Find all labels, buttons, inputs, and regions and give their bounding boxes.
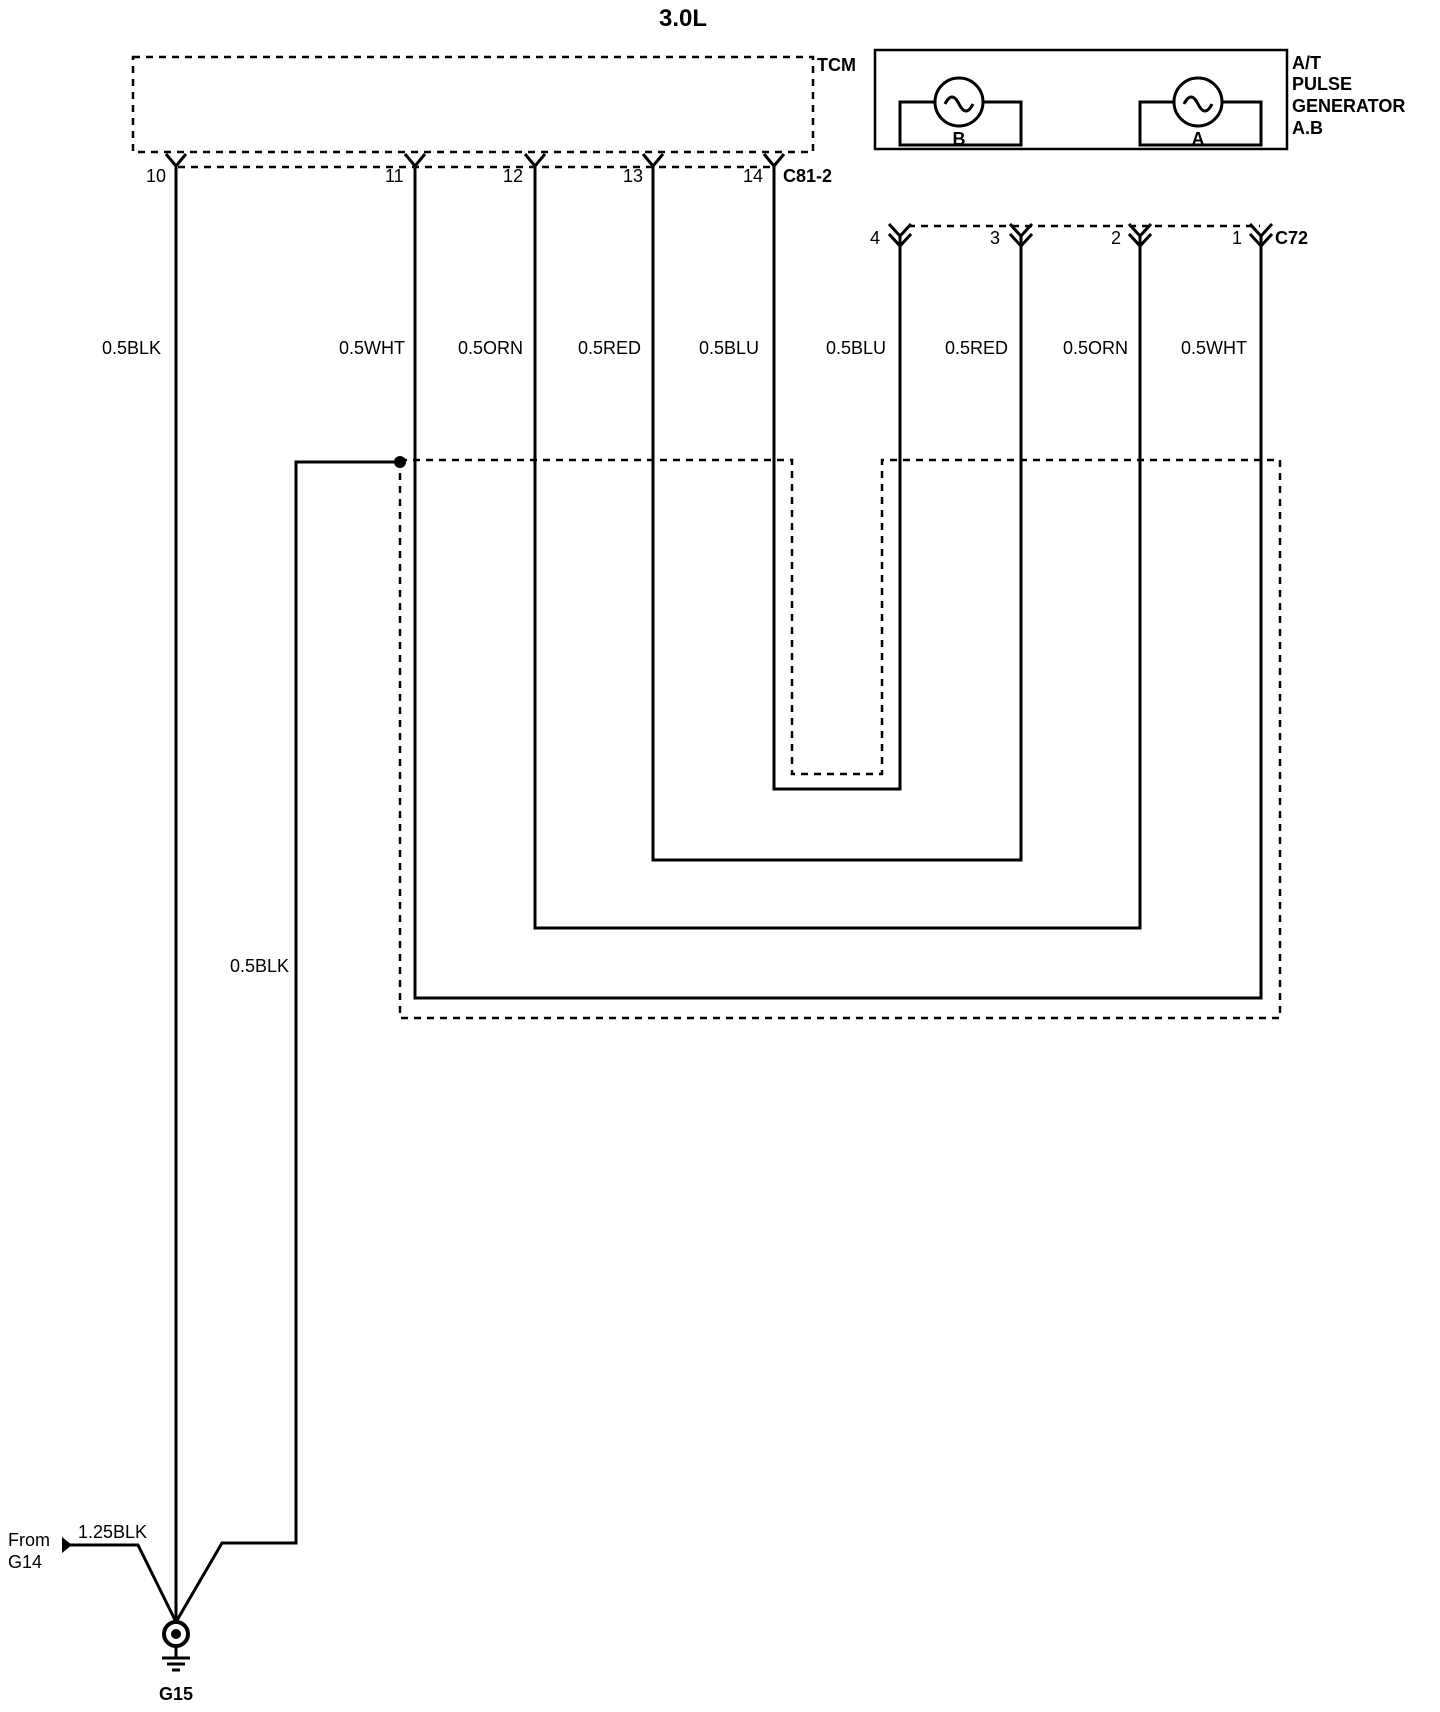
sensor-a-loop xyxy=(1138,100,1263,147)
tcm-pin-12: 12 xyxy=(503,166,523,186)
wire-label-shield-drain: 0.5BLK xyxy=(230,956,289,976)
tcm-pin-14: 14 xyxy=(743,166,763,186)
wire-label-tcm-13: 0.5RED xyxy=(578,338,641,358)
wire-label-c72-4: 0.5BLU xyxy=(826,338,886,358)
cable-shield xyxy=(398,458,1282,1020)
c72-connector-label: C72 xyxy=(1275,228,1308,248)
tcm-connector-label: C81-2 xyxy=(783,166,832,186)
wire-red xyxy=(651,166,1023,862)
from-g14-label: G14 xyxy=(8,1552,42,1572)
pulse-generator-label-3: GENERATOR xyxy=(1292,96,1405,116)
c72-pin-1: 1 xyxy=(1232,228,1242,248)
pulse-generator-label-2: PULSE xyxy=(1292,74,1352,94)
tcm-pin-11: 11 xyxy=(385,166,404,186)
wire-from-g14 xyxy=(66,1543,178,1623)
c72-pin-2: 2 xyxy=(1111,228,1121,248)
wire-label-tcm-11: 0.5WHT xyxy=(339,338,405,358)
c72-pin-3: 3 xyxy=(990,228,1000,248)
pulse-generator-label-1: A/T xyxy=(1292,53,1321,73)
wire-orn xyxy=(533,166,1142,930)
wire-label-tcm-10: 0.5BLK xyxy=(102,338,161,358)
from-g14-arrow-icon xyxy=(62,1537,72,1553)
c72-connector-chevrons xyxy=(887,222,1274,249)
sensor-a-icon xyxy=(1172,76,1224,128)
tcm-pin-10: 10 xyxy=(146,166,166,186)
wire-label-c72-3: 0.5RED xyxy=(945,338,1008,358)
wire-label-from-g14: 1.25BLK xyxy=(78,1522,147,1542)
wire-wht xyxy=(413,166,1263,1000)
wire-label-tcm-14: 0.5BLU xyxy=(699,338,759,358)
c72-pin-4: 4 xyxy=(870,228,880,248)
wire-blu xyxy=(772,166,902,791)
from-label: From xyxy=(8,1530,50,1550)
wire-label-c72-2: 0.5ORN xyxy=(1063,338,1128,358)
pulse-generator-box xyxy=(873,48,1289,151)
splice-dot xyxy=(394,456,406,468)
tcm-pin-13: 13 xyxy=(623,166,643,186)
pulse-generator-label-4: A.B xyxy=(1292,118,1323,138)
sensor-a-label: A xyxy=(1192,129,1205,149)
tcm-connector-chevrons xyxy=(164,153,786,169)
sensor-b-loop xyxy=(898,100,1023,147)
wire-shield-drain xyxy=(174,460,400,1623)
sensor-b-icon xyxy=(933,76,985,128)
tcm-label: TCM xyxy=(817,55,856,75)
sensor-b-label: B xyxy=(953,129,966,149)
wire-label-tcm-12: 0.5ORN xyxy=(458,338,523,358)
ground-label: G15 xyxy=(159,1684,193,1704)
ground-icon xyxy=(162,1620,190,1672)
diagram-title: 3.0L xyxy=(659,5,707,32)
tcm-box xyxy=(131,55,815,154)
wire-label-c72-1: 0.5WHT xyxy=(1181,338,1247,358)
